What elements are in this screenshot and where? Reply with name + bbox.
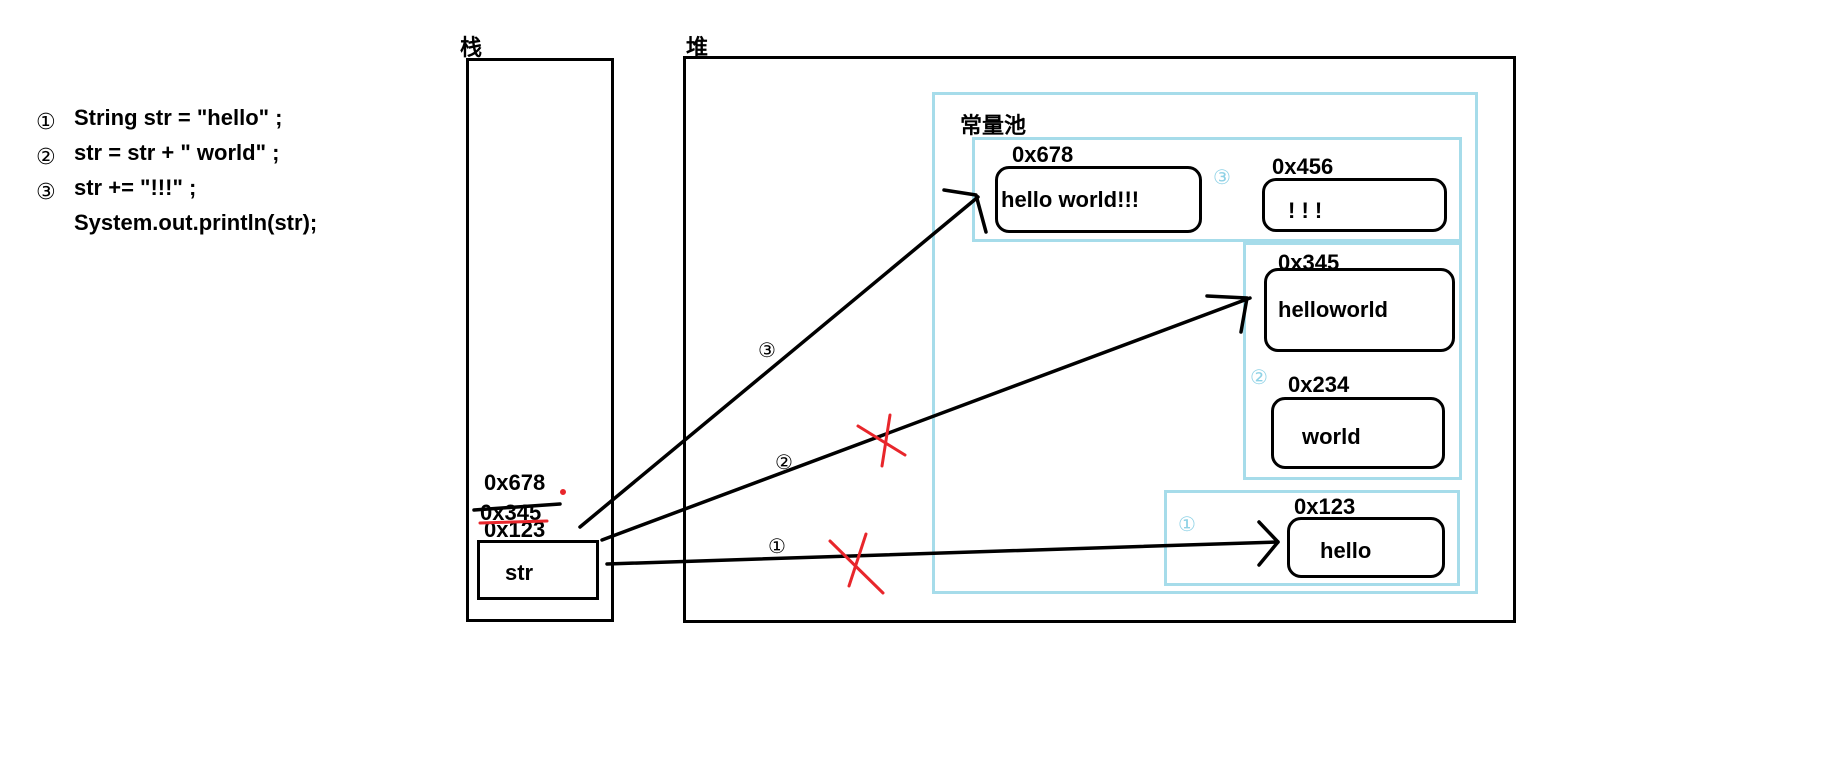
arrowhead — [1205, 294, 1249, 334]
pool-group-step-1 — [1164, 490, 1460, 586]
pool-group-step-3 — [972, 137, 1462, 242]
reference-arrow-step-1 — [605, 540, 1280, 566]
object-address: 0x678 — [1012, 142, 1074, 167]
code-line: String str = "hello" ; — [74, 105, 283, 130]
stack-title: 栈 — [460, 36, 483, 61]
arrow-label-step-1: ① — [768, 534, 786, 558]
string-object — [1262, 178, 1447, 232]
step-marker: ③ — [1213, 165, 1231, 189]
cross-mark — [880, 413, 892, 468]
strike-line-red — [478, 519, 549, 525]
string-value: world — [1302, 424, 1361, 449]
constant-pool — [932, 92, 1478, 594]
stack-variable-box — [477, 540, 599, 600]
string-object — [1287, 517, 1445, 578]
object-address: 0x456 — [1272, 154, 1334, 179]
arrowhead — [942, 188, 988, 234]
stack-address-current: 0x678 — [484, 470, 546, 495]
arrowhead — [1257, 520, 1280, 567]
heap-frame — [683, 56, 1516, 623]
code-line: str = str + " world" ; — [74, 140, 280, 165]
constant-pool-title: 常量池 — [960, 114, 1027, 139]
arrow-label-step-2: ② — [775, 450, 793, 474]
string-object — [995, 166, 1202, 233]
code-step-number: ① — [36, 110, 56, 135]
code-step-number: ② — [36, 145, 56, 170]
stack-frame — [466, 58, 614, 622]
arrow-label-step-3: ③ — [758, 338, 776, 362]
string-value: hello — [1320, 538, 1372, 563]
stack-variable-name: str — [505, 560, 534, 585]
object-address: 0x234 — [1288, 372, 1350, 397]
step-marker: ② — [1250, 365, 1268, 389]
code-step-number: ③ — [36, 180, 56, 205]
cross-mark — [856, 424, 907, 457]
code-line: System.out.println(str); — [74, 210, 318, 235]
string-object — [1271, 397, 1445, 469]
step-marker: ① — [1178, 512, 1196, 536]
pool-group-step-2 — [1243, 242, 1462, 480]
string-value: ! ! ! — [1288, 198, 1323, 223]
reference-arrow-step-3 — [578, 195, 980, 529]
code-line: str += "!!!" ; — [74, 175, 197, 200]
red-dot — [560, 489, 566, 495]
reference-arrow-step-2 — [600, 296, 1252, 542]
string-object — [1264, 268, 1455, 352]
strike-line — [472, 502, 562, 512]
heap-title: 堆 — [686, 36, 709, 61]
string-value: hello world!!! — [1001, 187, 1140, 212]
string-value: helloworld — [1278, 297, 1388, 322]
cross-mark — [847, 532, 868, 588]
object-address: 0x123 — [1294, 494, 1356, 519]
